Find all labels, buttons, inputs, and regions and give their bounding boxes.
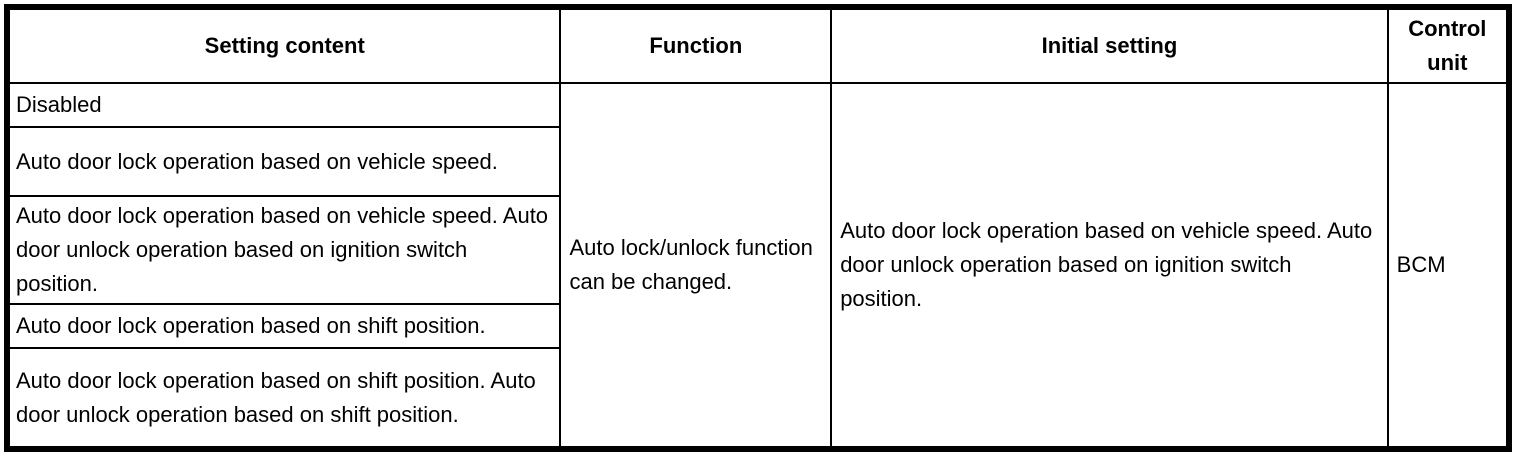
auto-door-lock-settings-table: Setting content Function Initial setting… (4, 4, 1512, 452)
header-setting-content: Setting content (5, 6, 562, 84)
setting-cell-shift-position-unlock: Auto door lock operation based on shift … (5, 347, 562, 450)
table-row: Disabled Auto lock/unlock function can b… (5, 82, 1511, 450)
setting-cell-vehicle-speed: Auto door lock operation based on vehicl… (5, 126, 562, 197)
table-row: Auto door lock operation based on vehicl… (5, 195, 1509, 305)
function-cell: Auto lock/unlock function can be changed… (559, 82, 833, 450)
header-function: Function (559, 6, 833, 84)
header-row: Setting content Function Initial setting… (5, 6, 1511, 84)
setting-cell-shift-position: Auto door lock operation based on shift … (5, 303, 562, 349)
control-unit-cell: BCM (1386, 82, 1511, 450)
table-row: Auto door lock operation based on shift … (5, 303, 1509, 349)
header-initial-setting: Initial setting (830, 6, 1389, 84)
setting-cell-disabled: Disabled (5, 82, 562, 128)
table-row: Auto door lock operation based on vehicl… (5, 126, 1509, 197)
header-control-unit: Control unit (1386, 6, 1511, 84)
setting-cell-vehicle-speed-ignition: Auto door lock operation based on vehicl… (5, 195, 562, 305)
initial-setting-cell: Auto door lock operation based on vehicl… (830, 82, 1389, 450)
